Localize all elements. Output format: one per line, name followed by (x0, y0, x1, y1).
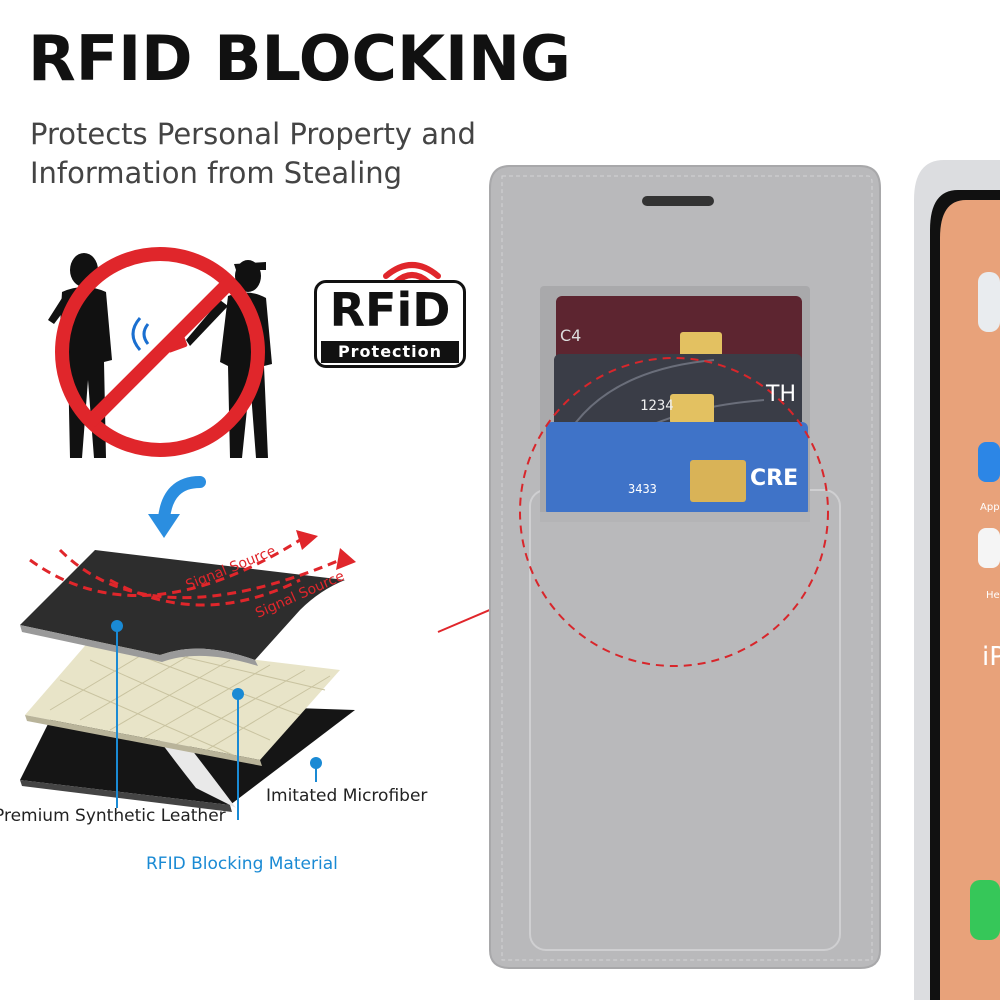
subtitle-line-1: Protects Personal Property and (30, 117, 476, 151)
page-title: RFID BLOCKING (28, 22, 571, 95)
subtitle-line-2: Information from Stealing (30, 156, 403, 190)
label-microfiber: Imitated Microfiber (266, 786, 428, 806)
signal-label-1: Signal Source (184, 543, 279, 594)
signal-labels: Signal Source Signal Source (184, 543, 347, 622)
card1-text: C4 (560, 326, 582, 345)
phone-case-illustration (489, 160, 1000, 1000)
card2-text: TH (766, 382, 796, 407)
phone-app-label-1: App (980, 502, 1000, 513)
card3-text: CRE (750, 466, 799, 491)
label-synthetic-leather: Premium Synthetic Leather (0, 806, 226, 826)
phone-brand-fragment: iP (982, 642, 1000, 672)
signal-label-2: Signal Source (253, 568, 347, 621)
card3-number: 3433 (628, 482, 657, 496)
badge-word: RFiD (329, 283, 451, 337)
rfid-protection-badge: RFiD Protection (314, 280, 466, 368)
material-layers-diagram (20, 530, 356, 820)
theft-warning-icon (48, 247, 272, 458)
label-rfid-material: RFID Blocking Material (146, 854, 338, 874)
curved-arrow-icon (148, 476, 206, 538)
card2-number: 1234 (640, 398, 674, 414)
badge-caption: Protection (321, 341, 459, 363)
phone-app-label-2: He (986, 590, 1000, 601)
